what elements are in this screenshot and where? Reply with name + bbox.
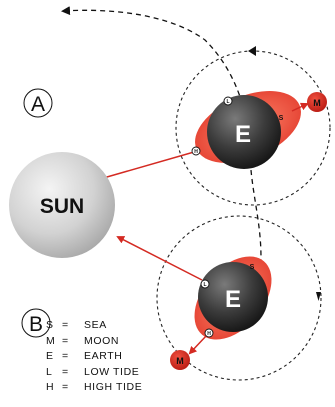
panel-label-circle-a bbox=[23, 88, 53, 118]
legend-meaning: SEA bbox=[84, 319, 107, 331]
legend-equals: = bbox=[62, 334, 69, 347]
legend-row: L = LOW TIDE bbox=[46, 365, 142, 381]
earth-label-a: E bbox=[235, 121, 251, 148]
high-tide-label-b: H bbox=[207, 331, 211, 337]
legend-row: S = SEA bbox=[46, 318, 142, 334]
legend-equals: = bbox=[62, 381, 69, 393]
panel-b: E S M L H B bbox=[21, 215, 322, 381]
high-tide-marker-b bbox=[204, 328, 214, 338]
legend-equals: = bbox=[62, 350, 69, 362]
sun-disc bbox=[9, 152, 115, 258]
legend-meaning: EARTH bbox=[84, 350, 123, 362]
sea-label-b: S bbox=[250, 264, 255, 271]
legend-key: M bbox=[46, 334, 56, 347]
legend-meaning: MOON bbox=[84, 334, 120, 347]
sun: SUN bbox=[9, 152, 115, 258]
low-tide-marker-b bbox=[200, 279, 210, 289]
panel-label-b: B bbox=[29, 313, 43, 336]
high-tide-label-a: H bbox=[194, 149, 198, 155]
high-tide-marker-a bbox=[191, 146, 201, 156]
earth-orbit-path bbox=[61, 6, 262, 301]
legend-row: M = MOON bbox=[46, 334, 142, 350]
legend-meaning: HIGH TIDE bbox=[84, 381, 143, 393]
sun-label: SUN bbox=[40, 195, 84, 218]
legend-key: S bbox=[46, 319, 54, 331]
low-tide-label-b: L bbox=[203, 282, 206, 288]
pull-arrow-sun-b bbox=[116, 236, 203, 281]
moon-label-b: M bbox=[176, 356, 184, 366]
orbit-arrow-b-icon bbox=[316, 292, 321, 301]
low-tide-marker-a bbox=[223, 96, 233, 106]
legend-row: E = EARTH bbox=[46, 349, 142, 365]
legend-row: H = HIGH TIDE bbox=[46, 380, 142, 396]
pull-arrow-moon-a bbox=[291, 102, 309, 112]
legend-equals: = bbox=[62, 319, 69, 331]
legend-meaning: LOW TIDE bbox=[84, 365, 140, 378]
sea-label-a: S bbox=[279, 115, 284, 122]
earth-a bbox=[207, 95, 281, 169]
legend: S = SEA M = MOON E = EARTH L = LOW TIDE … bbox=[46, 318, 142, 396]
orbit-arrow-a-icon bbox=[248, 46, 256, 56]
legend-equals: = bbox=[62, 365, 69, 378]
earth-label-b: E bbox=[225, 286, 241, 313]
earth-b bbox=[198, 262, 268, 332]
legend-key: E bbox=[46, 350, 54, 362]
low-tide-label-a: L bbox=[226, 99, 229, 105]
legend-key: L bbox=[46, 365, 53, 378]
moon-b bbox=[170, 350, 190, 370]
panel-a: E S M L H A bbox=[23, 46, 331, 206]
legend-key: H bbox=[46, 381, 55, 393]
panel-label-circle-b bbox=[21, 308, 51, 338]
pull-arrow-moon-b bbox=[188, 334, 208, 355]
moon-label-a: M bbox=[313, 98, 321, 108]
panel-label-a: A bbox=[31, 93, 45, 116]
moon-orbit-b bbox=[156, 215, 322, 381]
pull-arrow-sun-a bbox=[91, 151, 195, 184]
moon-a bbox=[307, 92, 327, 112]
